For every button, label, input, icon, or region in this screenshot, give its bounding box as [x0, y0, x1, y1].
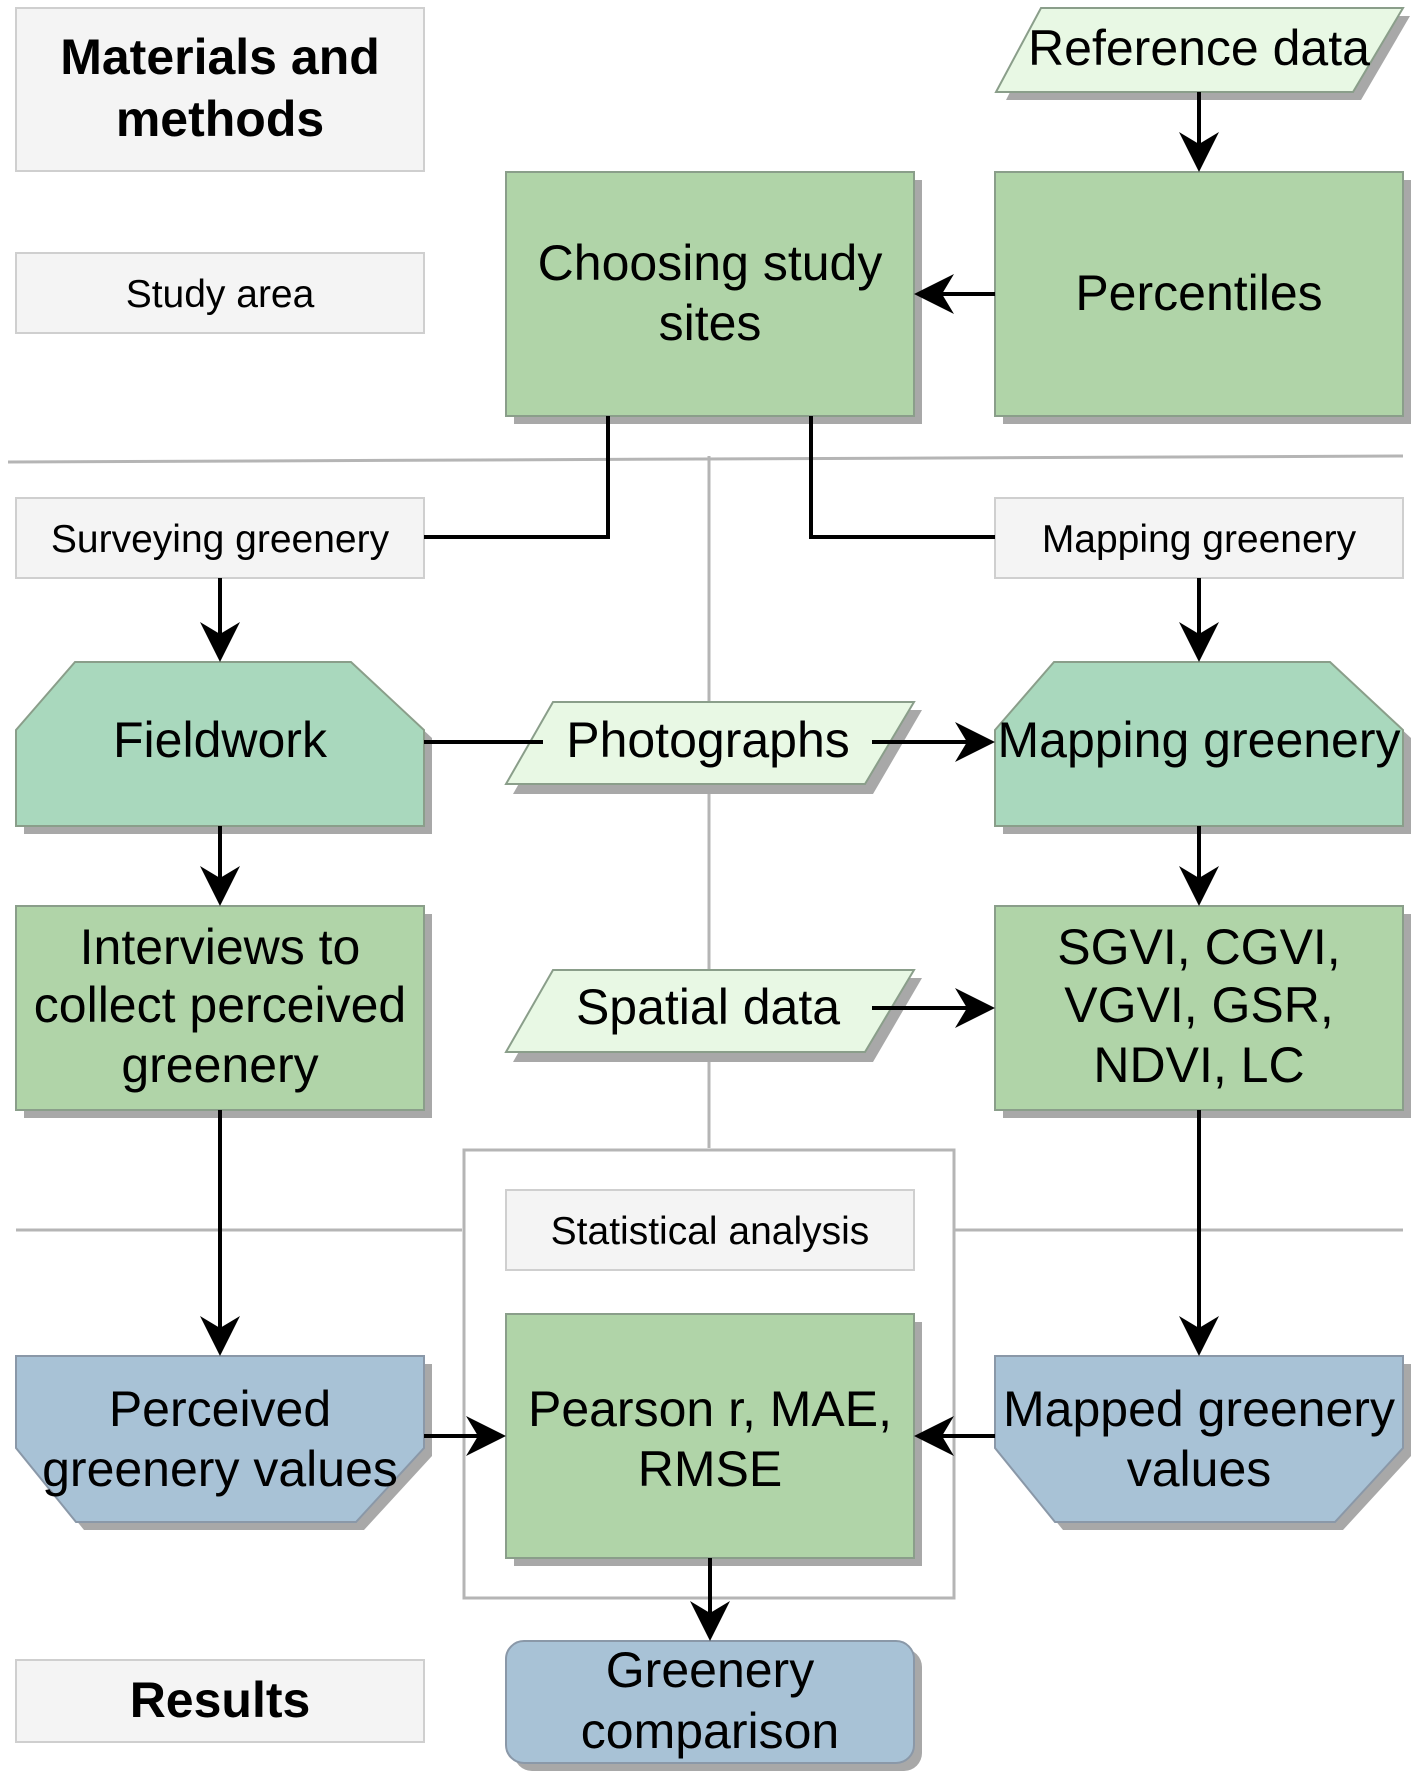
- svg-text:Fieldwork: Fieldwork: [113, 712, 328, 768]
- interviews-node: Interviews to collect perceived greenery: [15, 905, 432, 1118]
- svg-text:collect perceived: collect perceived: [34, 977, 406, 1033]
- materials-methods-label: Materials and methods: [15, 7, 425, 172]
- fieldwork-node: Fieldwork: [15, 661, 432, 834]
- perceived-values-node: Perceived greenery values: [15, 1355, 432, 1530]
- greenery-comparison-node: Greenery comparison: [505, 1640, 922, 1771]
- percentiles-node: Percentiles: [994, 171, 1411, 424]
- materials-methods-line1: Materials and: [60, 29, 380, 85]
- svg-text:Interviews to: Interviews to: [80, 919, 361, 975]
- svg-text:greenery values: greenery values: [42, 1441, 398, 1497]
- svg-text:Statistical analysis: Statistical analysis: [551, 1210, 870, 1253]
- choosing-study-sites-node: Choosing study sites: [505, 171, 922, 424]
- mapped-values-node: Mapped greenery values: [994, 1355, 1411, 1530]
- pearson-node: Pearson r, MAE, RMSE: [505, 1313, 922, 1566]
- results-label: Results: [15, 1659, 425, 1743]
- svg-text:Spatial data: Spatial data: [576, 979, 840, 1035]
- svg-text:Mapped greenery: Mapped greenery: [1003, 1381, 1395, 1437]
- svg-text:VGVI, GSR,: VGVI, GSR,: [1064, 977, 1334, 1033]
- svg-text:Pearson r, MAE,: Pearson r, MAE,: [528, 1381, 892, 1437]
- materials-methods-line2: methods: [116, 91, 324, 147]
- svg-text:Results: Results: [130, 1672, 311, 1728]
- spatial-data-node: Spatial data: [504, 969, 922, 1062]
- greenery-indices-node: SGVI, CGVI, VGVI, GSR, NDVI, LC: [994, 905, 1411, 1118]
- reference-data-node: Reference data: [994, 7, 1410, 100]
- photographs-node: Photographs: [504, 701, 922, 794]
- svg-text:Surveying greenery: Surveying greenery: [51, 518, 390, 561]
- svg-text:values: values: [1127, 1441, 1272, 1497]
- svg-text:Study area: Study area: [126, 273, 315, 316]
- connector-study-sites-to-mapping: [809, 416, 995, 539]
- connector-study-sites-to-surveying: [424, 416, 610, 539]
- svg-text:Choosing study: Choosing study: [538, 235, 883, 291]
- svg-text:sites: sites: [659, 295, 762, 351]
- svg-text:Photographs: Photographs: [566, 712, 850, 768]
- svg-text:Percentiles: Percentiles: [1075, 265, 1322, 321]
- svg-text:Greenery: Greenery: [606, 1642, 814, 1698]
- svg-text:Reference data: Reference data: [1028, 20, 1370, 76]
- divider-top: [7, 454, 1404, 464]
- svg-text:SGVI, CGVI,: SGVI, CGVI,: [1057, 919, 1340, 975]
- surveying-greenery-label: Surveying greenery: [15, 497, 425, 579]
- svg-text:comparison: comparison: [581, 1703, 839, 1759]
- svg-text:Perceived: Perceived: [109, 1381, 331, 1437]
- svg-text:greenery: greenery: [121, 1037, 318, 1093]
- svg-text:Mapping greenery: Mapping greenery: [997, 712, 1400, 768]
- mapping-greenery-node: Mapping greenery: [994, 661, 1411, 834]
- statistical-analysis-label: Statistical analysis: [505, 1189, 915, 1271]
- mapping-greenery-section-label: Mapping greenery: [994, 497, 1404, 579]
- svg-text:Mapping greenery: Mapping greenery: [1042, 518, 1357, 561]
- study-area-label: Study area: [15, 252, 425, 334]
- svg-text:RMSE: RMSE: [638, 1441, 782, 1497]
- svg-text:NDVI, LC: NDVI, LC: [1093, 1037, 1304, 1093]
